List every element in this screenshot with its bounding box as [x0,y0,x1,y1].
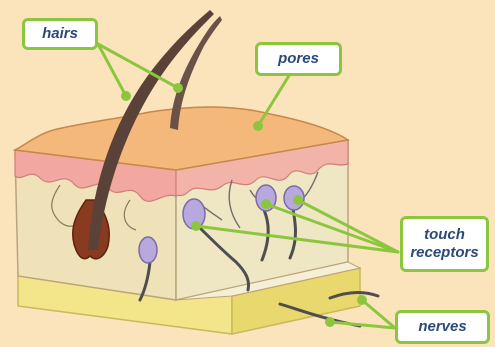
hairs-label-text: hairs [42,25,78,43]
touch-label-line1: touch [424,226,465,244]
touch-receptors-label: touch receptors [400,216,489,272]
nerves-label: nerves [395,310,490,344]
pores-label: pores [255,42,342,76]
touch-label-line2: receptors [410,244,478,262]
hairs-label: hairs [22,18,98,50]
pores-label-text: pores [278,50,319,68]
nerves-label-text: nerves [418,318,466,336]
touch-receptor-4 [139,237,157,263]
